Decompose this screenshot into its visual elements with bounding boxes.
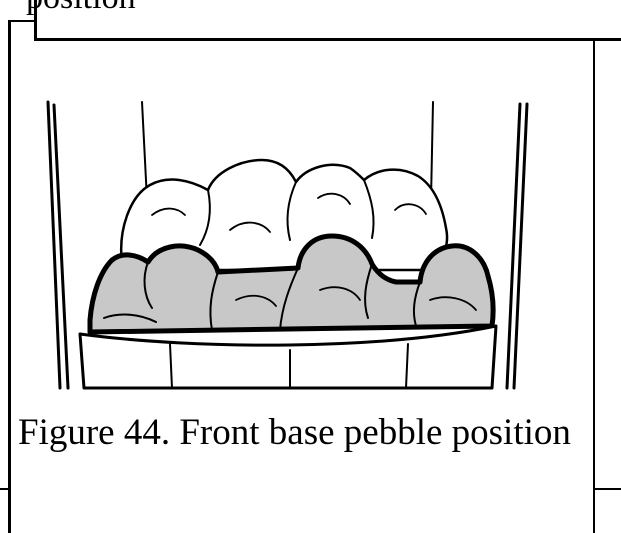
top-label-tick [10,20,36,22]
back-pebble-detail-5 [229,221,271,233]
back-pebble-detail-6 [317,192,351,205]
pebble-detail-3 [279,267,299,331]
right-side-tick-over [593,488,621,490]
figure-caption: Figure 44. Front base pebble position [18,412,571,453]
pebble-detail-4 [364,263,373,319]
frame-left-border-over [8,392,11,533]
back-pebble-detail-1 [199,189,211,246]
frame-right-border-over [593,392,595,533]
left-side-panel [46,100,70,390]
tray-divider-3 [405,343,409,389]
back-pebble-detail-3 [363,179,375,239]
frame-right-border [593,40,595,533]
pebble-detail-5 [412,281,421,327]
pebble-detail-1 [143,261,153,309]
caption-background [11,392,593,533]
right-inner-line [430,101,434,201]
frame-left-border [8,20,11,533]
tray-divider-1 [169,343,173,389]
pebble-detail-9 [429,296,477,311]
pebble-detail-8 [319,286,361,301]
left-inner-line [141,101,148,201]
left-side-tick-over [0,488,10,490]
back-pebbles [120,158,449,272]
pebble-detail-7 [235,294,277,307]
back-pebble-detail-2 [286,181,297,241]
back-pebble-detail-7 [394,203,427,215]
base-tray [78,324,498,390]
top-label-box-bottom-border [36,38,621,41]
right-side-panel [505,102,529,390]
top-caption-fragment: position [26,0,136,18]
back-pebble-detail-4 [151,207,186,216]
pebble-detail-6 [103,313,157,323]
pebble-detail-2 [209,271,219,331]
